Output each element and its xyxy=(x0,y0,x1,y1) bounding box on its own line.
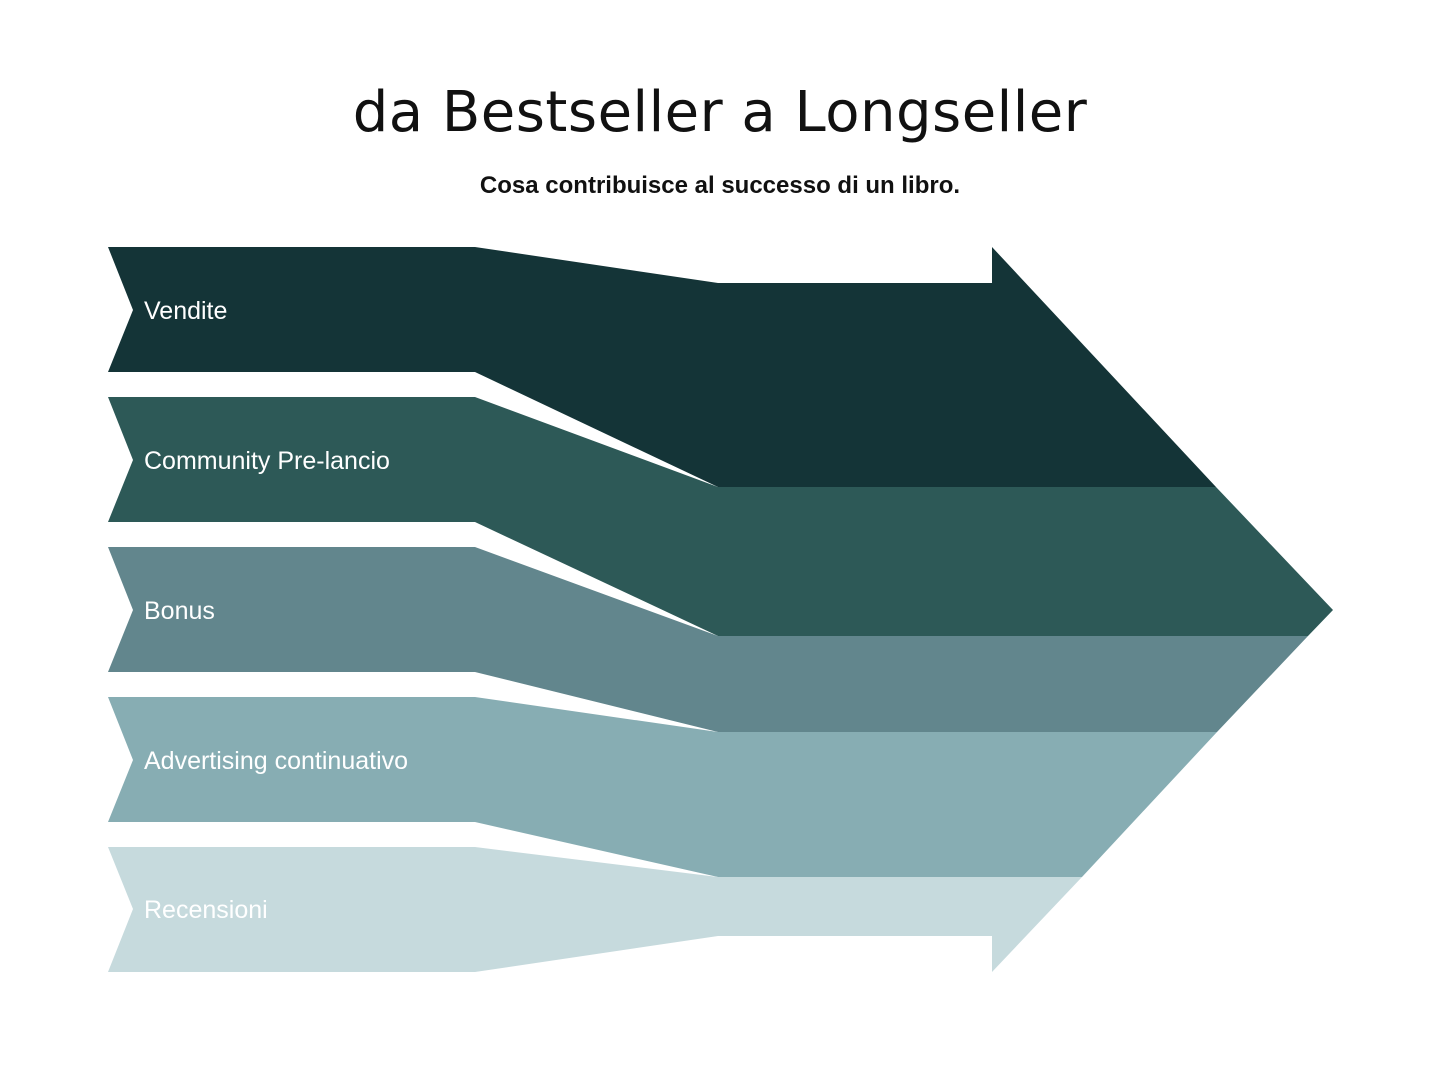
band-shape xyxy=(108,547,1308,732)
band-bonus: Bonus xyxy=(108,547,1308,732)
band-label: Advertising continuativo xyxy=(144,747,408,775)
band-recensioni: Recensioni xyxy=(108,847,1082,972)
band-shape xyxy=(108,697,1217,877)
diagram-title: da Bestseller a Longseller xyxy=(352,80,1088,145)
band-community-pre-lancio: Community Pre-lancio xyxy=(108,397,1333,636)
band-shape xyxy=(108,397,1333,636)
band-shape xyxy=(108,247,1216,487)
band-label: Vendite xyxy=(144,297,227,325)
band-label: Bonus xyxy=(144,597,215,625)
band-label: Community Pre-lancio xyxy=(144,447,390,475)
band-label: Recensioni xyxy=(144,896,268,924)
band-shape xyxy=(108,847,1082,972)
band-advertising-continuativo: Advertising continuativo xyxy=(108,697,1217,877)
band-vendite: Vendite xyxy=(108,247,1216,487)
diagram-subtitle: Cosa contribuisce al successo di un libr… xyxy=(479,172,961,199)
